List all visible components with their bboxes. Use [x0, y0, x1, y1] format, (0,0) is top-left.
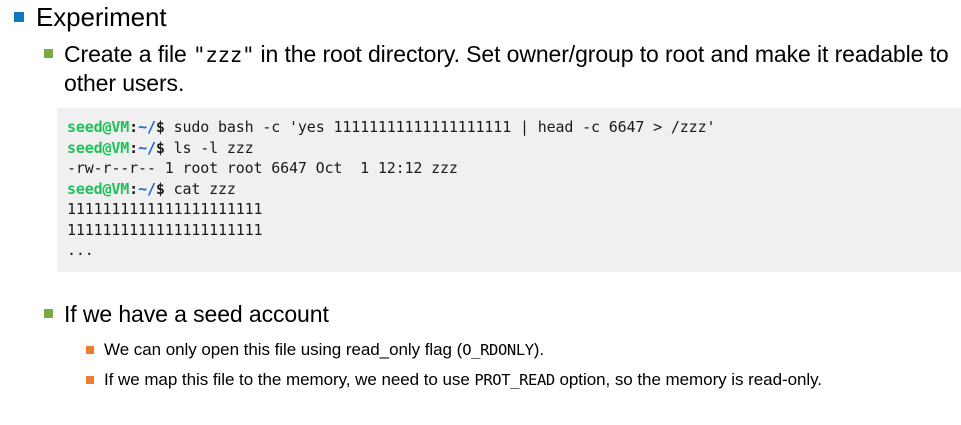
prompt-dollar: $	[155, 118, 165, 136]
read-only-flag-text: We can only open this file using read_on…	[104, 339, 544, 362]
read-only-flag-constant: O_RDONLY	[462, 341, 534, 359]
heading-experiment: Experiment	[36, 2, 167, 32]
terminal-output-line: 1111111111111111111111	[57, 220, 961, 241]
prot-read-after: option, so the memory is read-only.	[554, 370, 822, 389]
terminal-command-text: cat zzz	[164, 179, 236, 198]
seed-account-text: If we have a seed account	[64, 301, 329, 327]
terminal-output-text: -rw-r--r-- 1 root root 6647 Oct 1 12:12 …	[67, 159, 458, 177]
read-only-flag-before: We can only open this file using read_on…	[104, 340, 463, 359]
bullet-marker-green-icon	[44, 49, 53, 58]
bullet-read-only-flag: We can only open this file using read_on…	[0, 339, 544, 362]
terminal-output-line: -rw-r--r-- 1 root root 6647 Oct 1 12:12 …	[57, 158, 961, 179]
terminal-command-line: seed@VM:~/$ sudo bash -c 'yes 1111111111…	[57, 117, 961, 138]
prot-read-constant: PROT_READ	[474, 371, 555, 389]
bullet-experiment: Experiment	[0, 2, 167, 33]
prompt-path: ~/	[138, 179, 156, 198]
terminal-command-text: ls -l zzz	[164, 138, 254, 157]
create-file-text-before: Create a file	[64, 41, 193, 67]
create-file-text: Create a file "zzz" in the root director…	[64, 40, 954, 97]
prompt-dollar: $	[155, 179, 165, 198]
prompt-user: seed@VM	[67, 179, 130, 198]
terminal-output-text: 1111111111111111111111	[67, 220, 263, 239]
terminal-command-text: sudo bash -c 'yes 11111111111111111111 |…	[164, 118, 716, 136]
bullet-marker-green-icon	[44, 309, 53, 318]
terminal-command-line: seed@VM:~/$ ls -l zzz	[57, 138, 961, 159]
terminal-code-block: seed@VM:~/$ sudo bash -c 'yes 1111111111…	[57, 108, 961, 272]
prompt-path: ~/	[138, 118, 156, 136]
create-file-filename: "zzz"	[193, 43, 255, 67]
prot-read-before: If we map this file to the memory, we ne…	[104, 370, 475, 389]
bullet-prot-read: If we map this file to the memory, we ne…	[0, 369, 822, 392]
prompt-colon: :	[129, 179, 139, 198]
prompt-path: ~/	[138, 138, 156, 157]
bullet-create-file: Create a file "zzz" in the root director…	[0, 40, 954, 97]
terminal-output-text: 1111111111111111111111	[67, 200, 263, 218]
prompt-colon: :	[129, 138, 139, 157]
terminal-output-line: ...	[57, 240, 961, 261]
bullet-marker-orange-icon	[86, 346, 94, 354]
bullet-seed-account: If we have a seed account	[0, 300, 329, 328]
read-only-flag-after: ).	[533, 340, 544, 359]
create-file-text-after: in the root directory. Set owner/group t…	[64, 41, 949, 96]
prompt-user: seed@VM	[67, 118, 130, 136]
terminal-output-text: ...	[67, 241, 94, 259]
terminal-output-line: 1111111111111111111111	[57, 199, 961, 220]
prompt-user: seed@VM	[67, 138, 130, 157]
terminal-command-line: seed@VM:~/$ cat zzz	[57, 179, 961, 200]
prompt-colon: :	[129, 118, 139, 136]
bullet-marker-orange-icon	[86, 376, 94, 384]
prompt-dollar: $	[155, 138, 165, 157]
prot-read-text: If we map this file to the memory, we ne…	[104, 369, 822, 392]
bullet-marker-blue-icon	[14, 12, 24, 22]
